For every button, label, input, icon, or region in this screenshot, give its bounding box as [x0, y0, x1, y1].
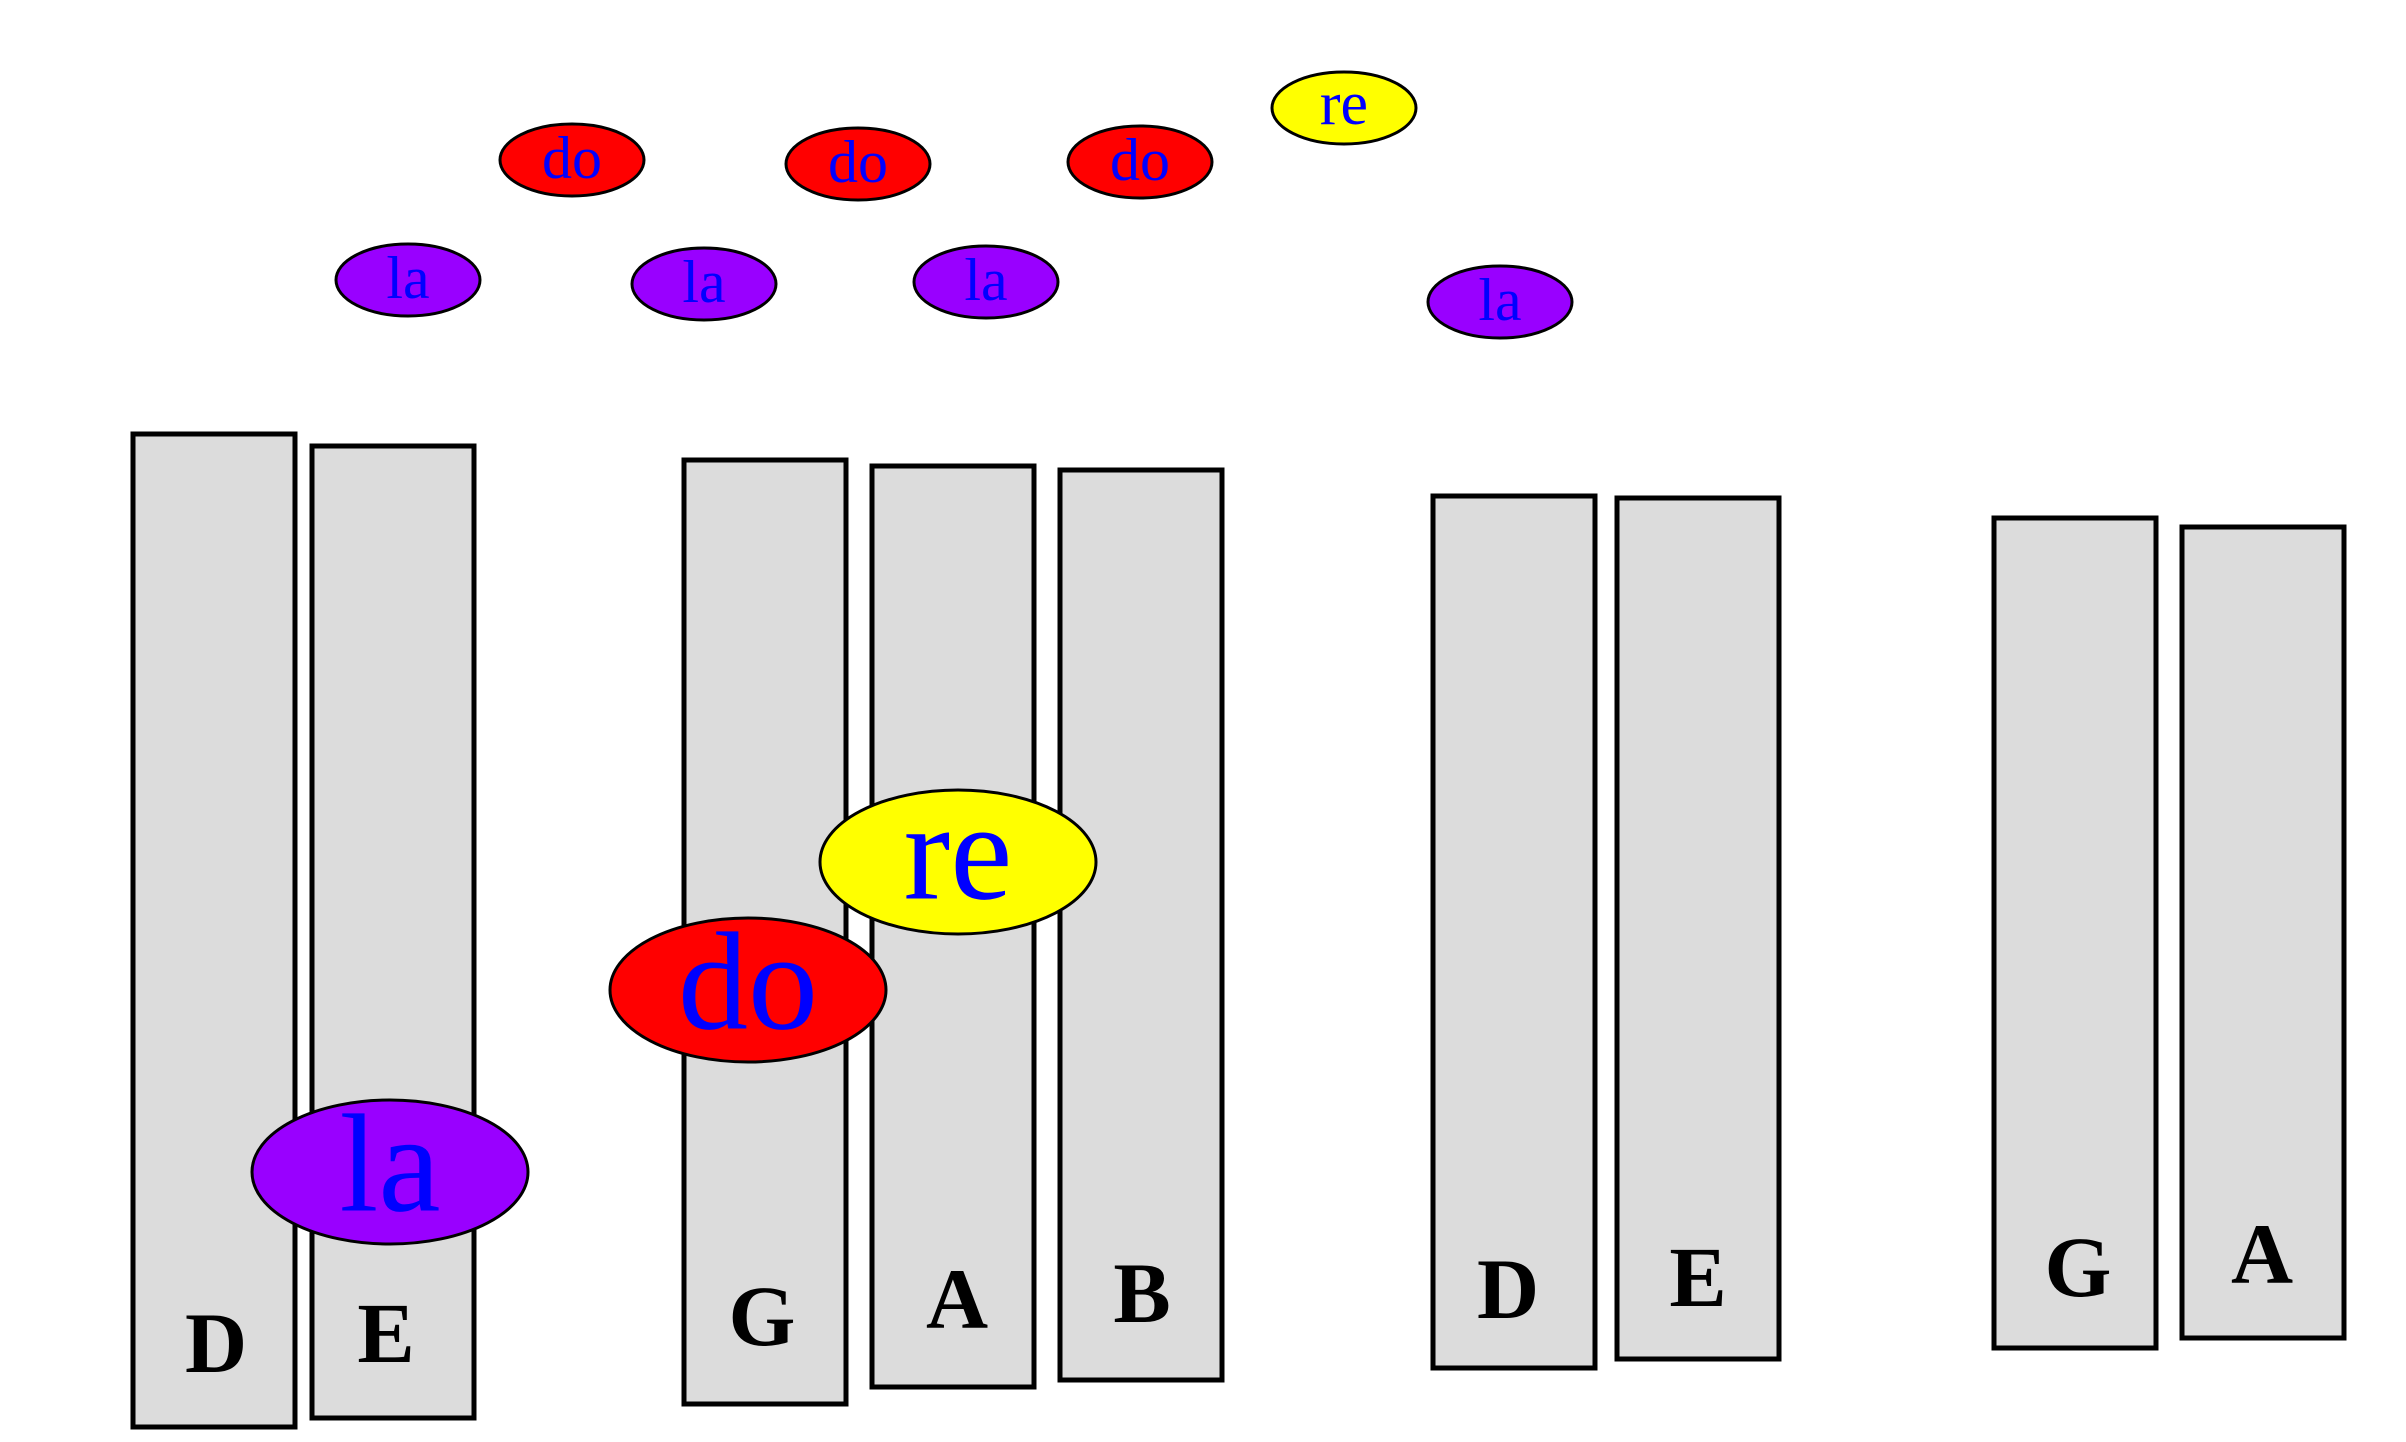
do-token[interactable]: do [498, 122, 646, 198]
note-label: do [542, 125, 602, 191]
re-token-large[interactable]: re [818, 775, 1098, 936]
la-token[interactable]: la [630, 246, 778, 322]
note-label: do [678, 905, 818, 1060]
note-label: la [386, 245, 429, 311]
bar-label: A [2231, 1206, 2293, 1302]
la-token-large[interactable]: la [250, 1087, 530, 1246]
bar-a-group4[interactable]: A [2179, 524, 2347, 1341]
do-token[interactable]: do [784, 126, 932, 202]
note-label: la [682, 249, 725, 315]
note-label: do [828, 129, 888, 195]
bar-label: E [357, 1285, 414, 1381]
bar-label: D [185, 1295, 247, 1391]
do-token-large[interactable]: do [608, 905, 888, 1064]
bar-b-group2[interactable]: B [1057, 467, 1225, 1383]
bar-label: A [926, 1251, 988, 1347]
bar-g-group4[interactable]: G [1991, 515, 2159, 1351]
bar-label: B [1113, 1245, 1170, 1341]
bar-d-group1[interactable]: D [130, 431, 298, 1430]
note-label: la [964, 247, 1007, 313]
note-label: re [904, 775, 1013, 930]
bar-label: G [2045, 1219, 2112, 1315]
do-token[interactable]: do [1066, 124, 1214, 200]
note-label: do [1110, 127, 1170, 193]
la-token[interactable]: la [334, 242, 482, 318]
re-token[interactable]: re [1270, 70, 1418, 146]
la-token[interactable]: la [912, 244, 1060, 320]
notes-group-small: do do do re la la la la [334, 70, 1574, 340]
bar-e-group3[interactable]: E [1614, 495, 1782, 1362]
note-label: la [1478, 267, 1521, 333]
notes-group-large: la do re [250, 775, 1098, 1246]
bar-d-group3[interactable]: D [1430, 493, 1598, 1371]
note-label: re [1320, 70, 1368, 138]
note-label: la [339, 1087, 440, 1242]
bar-e-group1[interactable]: E [309, 443, 477, 1421]
la-token[interactable]: la [1426, 264, 1574, 340]
bars-group: D E G A B D E G [130, 431, 2347, 1430]
bar-label: G [729, 1268, 796, 1364]
bar-label: D [1477, 1241, 1539, 1337]
bar-label: E [1669, 1229, 1726, 1325]
